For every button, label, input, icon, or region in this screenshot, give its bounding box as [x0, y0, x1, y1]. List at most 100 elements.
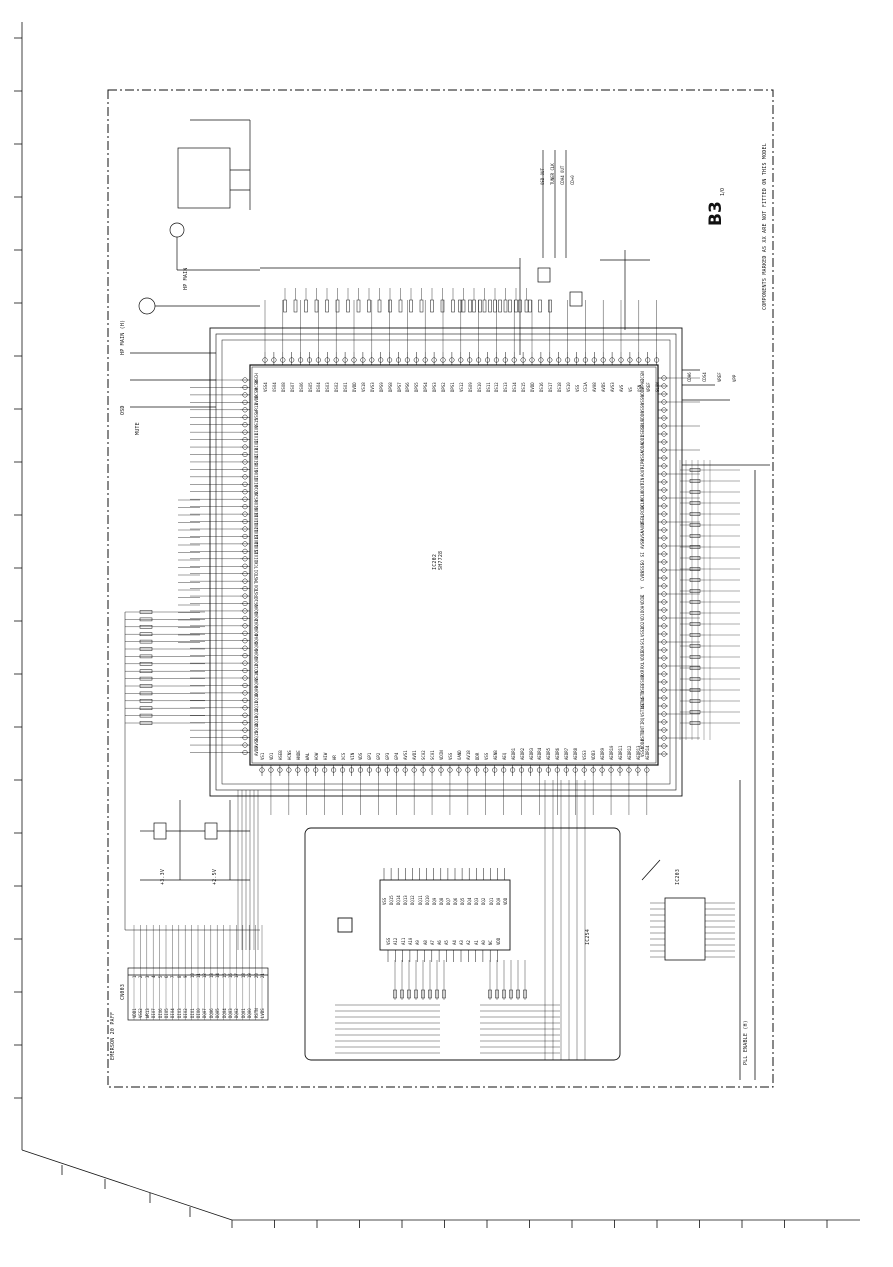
ic-bottom-pin-label: WAL: [304, 752, 310, 760]
connector-pin-label: 17: [234, 973, 240, 978]
ic-right-pin-label: DOH: [640, 605, 645, 613]
connector-ref: CN003: [120, 983, 126, 1000]
ic-top-pin-label: DSO2: [334, 382, 340, 392]
ic-bottom-pin-label: AEDR2: [519, 747, 525, 760]
memory-right-pin-label: DQ13: [403, 895, 409, 905]
memory-right-pin-label: DQ3: [474, 897, 480, 905]
ic-top-pin-label: DPS8: [387, 382, 393, 392]
ic-bottom-pin-label: HNDE: [295, 750, 301, 760]
connector-row-label: DQ07: [202, 1008, 208, 1018]
ic-top-pin-label: DS18: [556, 382, 562, 392]
ic-top-pin-label: DS15: [521, 382, 527, 392]
connector-row-label: DQ03: [228, 1008, 233, 1018]
ic-top-pin-label: DPS7: [396, 382, 402, 392]
gutter-ticks: [14, 37, 828, 1228]
memory-right-pin-label: DQ8: [438, 897, 444, 905]
ic-right-pin-label: IRQ: [640, 717, 645, 725]
memory-right-pin-label: DQ0: [495, 897, 501, 905]
ic-top-pin-label: DPS2: [441, 382, 446, 392]
ic-top-pin-label: DPS4: [423, 382, 429, 392]
ic-top-pin-label: DSO7: [289, 382, 295, 392]
connector-row-label: WR13: [144, 1008, 150, 1018]
output-label: CD+0: [570, 175, 575, 185]
connector-row-label: VDD1: [132, 1008, 137, 1018]
memory-left-pin-label: A10: [407, 937, 413, 945]
connector-row-label: DQ02: [234, 1008, 240, 1018]
hp-main-label: HP MAIN: [183, 267, 189, 290]
memory-left-pin-label: A8: [422, 940, 428, 945]
connector-row-label: DQ06: [208, 1008, 214, 1018]
ic-top-pin-label: CS1A: [583, 382, 589, 392]
connector-pin-label: 14: [215, 973, 221, 978]
connector-pin-label: 12: [202, 973, 208, 978]
ic-top-pin-label: DVDD: [530, 382, 535, 392]
memory-right-pin-label: DQ4: [467, 897, 473, 905]
ic-bottom-pin-label: SC01: [430, 750, 436, 760]
output-label: OSD OUT: [540, 168, 545, 185]
ic-bottom-pin-label: VSS: [447, 752, 453, 760]
connector-row-label: RSTN: [253, 1008, 259, 1018]
memory-right-pin-label: DQ14: [396, 895, 402, 905]
ic-top-pin-label: DPS6: [405, 382, 411, 392]
ic-top-pin-label: DS12: [494, 382, 500, 392]
memory-left-pin-label: VSS: [386, 937, 391, 945]
ic-right-pin-label: AOUT: [640, 467, 645, 477]
osd-left-label: OSD: [120, 405, 126, 415]
ic-top-pin-label: DSO5: [307, 382, 313, 392]
ic-bottom-pin-label: AEDR5: [546, 747, 552, 760]
ic-top-pin-label: DS14: [512, 382, 518, 392]
ic-right-pin-label: VSS2: [640, 627, 645, 637]
memory-left-pin-label: A12: [393, 937, 399, 945]
connector-pin-label: 1: [132, 975, 137, 978]
ic-top-pin-label: OSO4: [271, 382, 277, 392]
transistor-block: [130, 119, 260, 408]
power-label-a: +3.3V: [160, 868, 166, 885]
ic-bottom-pin-label: AEDR1: [510, 747, 516, 760]
ic-left-pin-label: TMS: [254, 576, 259, 585]
memory-left-pin-label: VDD: [495, 937, 501, 945]
ic-bottom-pin-label: GP4: [394, 752, 400, 760]
ic-right-pins: [658, 375, 700, 757]
ic-top-pin-label: AVDS: [601, 382, 607, 392]
ic-top-pin-label: DVS3: [369, 382, 375, 392]
ic-top-pins: [262, 300, 660, 365]
connector-row-label: DIO6: [157, 1008, 163, 1018]
right-connector: [641, 470, 756, 1080]
connector-pin-label: 19: [247, 973, 253, 978]
right-signal-label: CDH6: [687, 372, 692, 382]
connector-grid: [133, 968, 263, 1020]
ic-right-pin-label: SCL: [640, 637, 645, 645]
ic-bottom-pin-label: VIN: [349, 752, 355, 760]
connector-row-label: DIO0: [196, 1008, 201, 1018]
ic-top-pin-label: VREF: [645, 382, 651, 392]
ic-top-pin-label: DPS3: [432, 382, 438, 392]
connector-pin-label: 2: [138, 975, 144, 978]
ic-top-pin-label: DSO4: [316, 382, 322, 392]
ic-bottom-pin-label: VS1: [260, 752, 265, 760]
ic-top-pin-label: VS12: [458, 382, 464, 392]
ic-bottom-pin-label: AEDR6: [555, 747, 561, 760]
ic-top-pin-label: AVS3: [610, 382, 616, 392]
memory-left-pin-label: A4: [451, 940, 457, 945]
ic-right-pin-label: SI: [640, 552, 645, 557]
connector-pin-label: 7: [170, 975, 176, 978]
ic-bottom-pin-label: AEQ: [501, 752, 507, 760]
power-label-b: +2.5V: [212, 868, 218, 885]
connector-row-label: DQ05: [215, 1008, 221, 1018]
connector-row-label: DQ00: [247, 1008, 253, 1018]
memory-left-pin-label: A2: [466, 940, 472, 945]
ic-top-pin-label: VS10: [565, 382, 571, 392]
left-bus-wires: [124, 499, 260, 950]
ic-top-pin-label: DVDD: [352, 382, 357, 392]
ic-bottom-pin-label: GP2: [376, 752, 382, 760]
ic-bottom-pins: [259, 765, 650, 815]
connector-row-label: DIO7: [151, 1008, 157, 1018]
tuner-ref: IC203: [675, 868, 681, 885]
connector-pin-label: 5: [157, 975, 163, 978]
ic-right-pin-label: AVS8: [640, 539, 645, 549]
ic-top-pin-label: DPS1: [449, 382, 455, 392]
connector-pin-label: 6: [164, 975, 169, 978]
ic-bottom-pin-label: VD1: [268, 752, 274, 760]
connector-row-label: VSS2: [138, 1008, 144, 1018]
ic-top-pin-label: VS: [627, 387, 633, 392]
